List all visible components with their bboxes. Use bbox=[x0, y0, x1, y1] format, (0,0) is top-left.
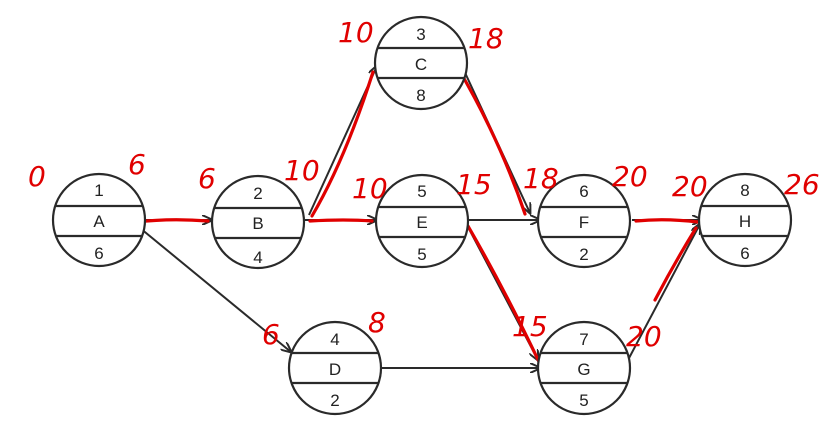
arrow-a-d bbox=[139, 227, 291, 352]
node-a: 1 A 6 bbox=[51, 172, 147, 268]
node-c-id: 3 bbox=[416, 25, 425, 44]
node-g-name: G bbox=[577, 360, 590, 379]
node-h-duration: 6 bbox=[740, 244, 749, 263]
node-f-duration: 2 bbox=[579, 245, 588, 264]
f-start-time: 18 bbox=[523, 162, 559, 195]
f-finish-time: 20 bbox=[612, 160, 648, 193]
node-h-name: H bbox=[739, 212, 751, 231]
node-e-duration: 5 bbox=[417, 245, 426, 264]
h-start-time: 20 bbox=[672, 170, 708, 203]
h-finish-time: 26 bbox=[784, 168, 820, 201]
a-start-time: 0 bbox=[28, 160, 46, 193]
node-f-name: F bbox=[579, 213, 589, 232]
node-g-duration: 5 bbox=[579, 391, 588, 410]
b-finish-time: 10 bbox=[284, 154, 320, 187]
node-h-id: 8 bbox=[740, 181, 749, 200]
node-b-id: 2 bbox=[253, 184, 262, 203]
node-c: 3 C 8 bbox=[373, 15, 469, 111]
node-a-name: A bbox=[93, 212, 105, 231]
node-d-id: 4 bbox=[330, 330, 339, 349]
b-start-time: 6 bbox=[198, 162, 216, 195]
node-a-id: 1 bbox=[94, 181, 103, 200]
node-g-id: 7 bbox=[579, 330, 588, 349]
node-f-id: 6 bbox=[579, 182, 588, 201]
node-b-duration: 4 bbox=[253, 248, 262, 267]
node-d-name: D bbox=[329, 360, 341, 379]
node-b-name: B bbox=[252, 214, 263, 233]
node-d: 4 D 2 bbox=[287, 320, 383, 416]
g-start-time: 15 bbox=[512, 310, 548, 343]
arrow-g-h bbox=[627, 224, 700, 361]
critical-mark-g-h bbox=[653, 226, 698, 302]
node-c-name: C bbox=[415, 55, 427, 74]
node-e: 5 E 5 bbox=[374, 173, 470, 269]
c-finish-time: 18 bbox=[468, 22, 504, 55]
node-c-duration: 8 bbox=[416, 86, 425, 105]
a-finish-time: 6 bbox=[128, 148, 146, 181]
node-d-duration: 2 bbox=[330, 391, 339, 410]
e-start-time: 10 bbox=[352, 172, 388, 205]
d-finish-time: 8 bbox=[368, 306, 386, 339]
node-e-name: E bbox=[416, 213, 427, 232]
d-start-time: 6 bbox=[262, 318, 280, 351]
critical-mark-a-b bbox=[135, 218, 210, 224]
critical-mark-b-e bbox=[308, 218, 374, 223]
node-a-duration: 6 bbox=[94, 244, 103, 263]
e-finish-time: 15 bbox=[456, 168, 492, 201]
critical-mark-c-f bbox=[456, 66, 527, 216]
node-f: 6 F 2 bbox=[536, 173, 632, 269]
critical-mark-e-g bbox=[466, 224, 543, 368]
handwritten-times: 0 6 6 10 10 18 10 15 18 20 20 26 6 8 15 … bbox=[28, 16, 820, 353]
node-g: 7 G 5 bbox=[536, 320, 632, 416]
node-e-id: 5 bbox=[417, 182, 426, 201]
critical-mark-b-c bbox=[310, 70, 375, 218]
g-finish-time: 20 bbox=[626, 320, 662, 353]
c-start-time: 10 bbox=[338, 16, 374, 49]
node-h: 8 H 6 bbox=[697, 172, 793, 268]
node-b: 2 B 4 bbox=[210, 174, 306, 270]
critical-mark-f-h bbox=[634, 218, 700, 224]
